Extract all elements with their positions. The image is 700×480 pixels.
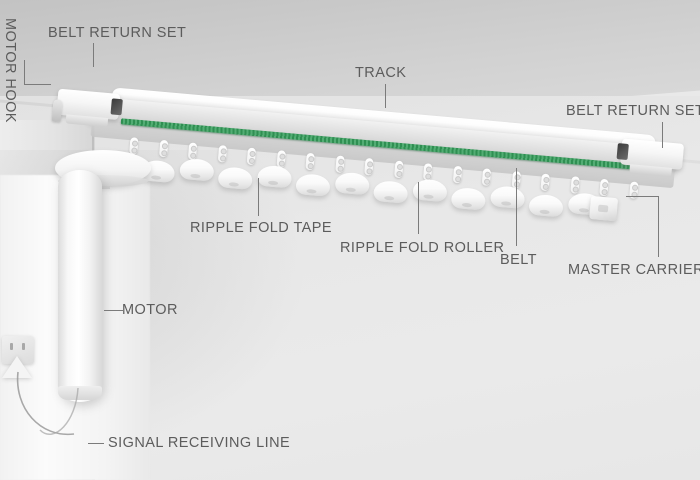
- ripple-fold-tape-segment: [334, 171, 371, 196]
- motor-body: [58, 170, 102, 402]
- label-belt-return-set-left: BELT RETURN SET: [48, 25, 187, 41]
- label-track: TRACK: [355, 65, 407, 81]
- label-master-carrier: MASTER CARRIER: [568, 262, 700, 278]
- power-plug: [2, 356, 32, 378]
- ripple-fold-roller: [158, 139, 168, 158]
- ripple-fold-tape-segment: [372, 179, 409, 204]
- belt-return-set-right: [616, 138, 685, 177]
- ripple-fold-roller: [452, 165, 462, 184]
- leader-belt-return-set-right: [662, 122, 663, 148]
- label-signal-receiving-line: SIGNAL RECEIVING LINE: [108, 435, 291, 451]
- label-belt: BELT: [500, 252, 537, 268]
- leader-ripple-fold-roller: [418, 182, 419, 234]
- label-motor-hook: MOTOR HOOK: [2, 18, 18, 123]
- ripple-fold-roller: [187, 142, 198, 161]
- ripple-fold-roller: [129, 137, 139, 155]
- ripple-fold-roller: [569, 176, 580, 194]
- ripple-fold-tape-segment: [256, 164, 293, 189]
- ripple-fold-tape-segment: [217, 166, 254, 191]
- belt-return-set-left: [51, 88, 123, 128]
- belt-return-foot-left: [65, 114, 109, 128]
- ripple-fold-tape-segment: [295, 172, 331, 197]
- ripple-fold-roller: [275, 150, 286, 168]
- outlet-slot-left: [10, 343, 13, 350]
- leader-master-carrier: [626, 196, 659, 257]
- leader-belt-return-set-left: [93, 43, 94, 67]
- leader-track: [385, 84, 386, 108]
- ripple-fold-roller: [364, 157, 374, 176]
- ripple-fold-roller: [599, 178, 609, 197]
- ripple-fold-roller: [422, 163, 433, 181]
- ripple-fold-tape-segment: [489, 185, 526, 210]
- ripple-fold-roller: [334, 155, 345, 173]
- ripple-fold-roller: [393, 160, 404, 179]
- leader-motor: [104, 310, 124, 311]
- label-ripple-fold-roller: RIPPLE FOLD ROLLER: [340, 240, 505, 256]
- outlet-slot-right: [22, 343, 25, 350]
- master-carrier-block: [589, 195, 619, 222]
- leader-belt: [516, 168, 517, 246]
- leader-signal-receiving-line: [88, 443, 104, 444]
- leader-ripple-fold-tape: [258, 178, 259, 216]
- ripple-fold-roller: [246, 147, 257, 166]
- motor-hook-part: [51, 99, 63, 122]
- leader-motor-hook: [24, 60, 51, 85]
- motor-base: [58, 386, 102, 400]
- label-ripple-fold-tape: RIPPLE FOLD TAPE: [190, 220, 333, 236]
- ripple-fold-tape-segment: [179, 157, 215, 182]
- ripple-fold-roller: [217, 144, 227, 163]
- belt-return-port-left: [110, 98, 123, 116]
- ripple-fold-roller: [305, 152, 315, 171]
- label-belt-return-set-right: BELT RETURN SET: [566, 103, 700, 119]
- belt-return-port-right: [616, 143, 629, 160]
- ripple-fold-roller: [481, 168, 492, 186]
- label-motor: MOTOR: [122, 302, 178, 318]
- ripple-fold-tape-segment: [528, 193, 565, 218]
- ripple-fold-roller: [540, 173, 550, 192]
- ripple-fold-tape-segment: [450, 186, 487, 211]
